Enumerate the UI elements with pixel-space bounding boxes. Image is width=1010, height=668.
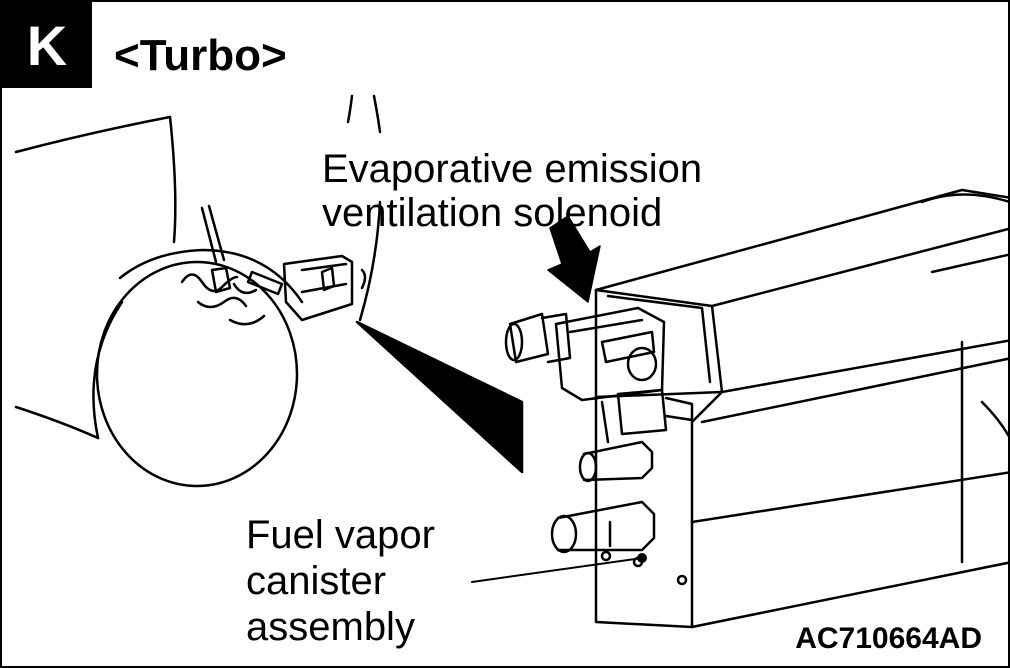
zoom-wedge: [355, 320, 524, 474]
solenoid-label-line1: Evaporative emission: [322, 147, 703, 191]
canister-label-line3: assembly: [246, 605, 415, 649]
ventilation-solenoid: [504, 306, 694, 444]
vehicle-body-outline: [14, 94, 382, 440]
figure-code: AC710664AD: [795, 622, 982, 655]
canister-label-line1: Fuel vapor: [246, 513, 435, 557]
canister-leader-dot: [637, 553, 647, 563]
magnified-detail-circle: [95, 248, 367, 488]
variant-title: <Turbo>: [114, 31, 287, 80]
solenoid-pointer-arrow: [547, 215, 601, 303]
canister-label-line2: canister: [246, 559, 387, 603]
solenoid-label-line2: ventilation solenoid: [322, 191, 663, 235]
section-letter-badge: K: [2, 2, 92, 88]
canister-leader-line: [471, 557, 643, 583]
